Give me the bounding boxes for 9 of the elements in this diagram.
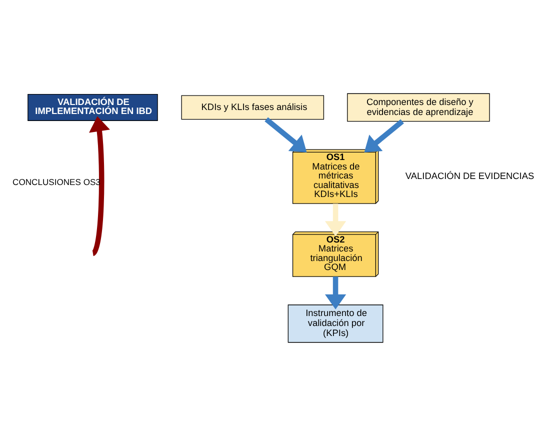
- arrow: [324, 276, 346, 309]
- node-box: Componentes de diseño y evidencias de aprendizaje: [347, 92, 490, 122]
- arrow: [89, 116, 110, 255]
- node-box: Instrumento de validación por (KPIs): [288, 304, 384, 342]
- arrow: [264, 116, 307, 152]
- node-box: VALIDACIÓN DE IMPLEMENTACIÓN EN IBD: [28, 93, 158, 120]
- node-box: KDIs y KLIs fases análisis: [181, 94, 324, 120]
- arrow: [324, 203, 346, 236]
- label: VALIDACIÓN DE EVIDENCIAS: [405, 170, 534, 180]
